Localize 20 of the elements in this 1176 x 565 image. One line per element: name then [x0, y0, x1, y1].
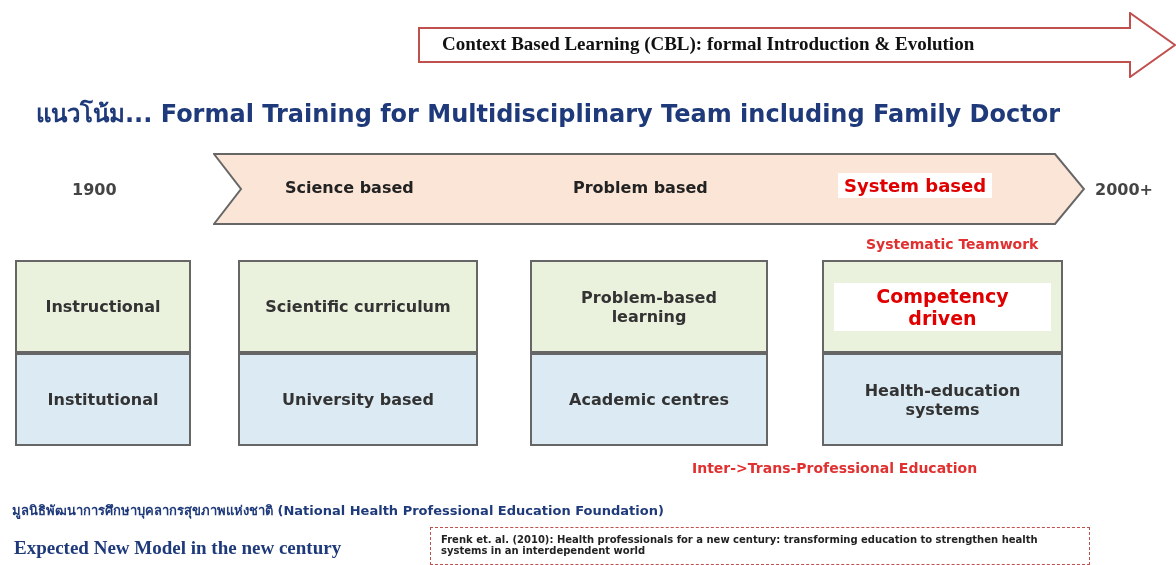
table-cell: Instructional	[15, 260, 191, 353]
table-cell: Competency driven	[822, 260, 1063, 353]
table-cell: Academic centres	[530, 353, 768, 446]
year-label: 1900	[72, 180, 117, 199]
table-cell: Health-education systems	[822, 353, 1063, 446]
table-cell: Problem-based learning	[530, 260, 768, 353]
annotation: Systematic Teamwork	[866, 236, 1039, 252]
year-label: 2000+	[1095, 180, 1153, 199]
era-label: Problem based	[573, 178, 708, 197]
table-cell: Scientific curriculum	[238, 260, 478, 353]
source-text: มูลนิธิพัฒนาการศึกษาบุคลากรสุขภาพแห่งชาติ (National Health Professional Education Foundation)	[12, 502, 664, 521]
annotation: Inter->Trans-Professional Education	[692, 460, 978, 476]
banner-text: Context Based Learning (CBL): formal Introduction & Evolution	[442, 33, 975, 55]
era-label: Science based	[285, 178, 414, 197]
subtitle: Expected New Model in the new century	[14, 537, 342, 559]
table-cell: University based	[238, 353, 478, 446]
reference-note: Frenk et. al. (2010): Health professionals for a new century: transforming education to strengthen health systems in an interdependent world	[430, 527, 1090, 565]
slide-title: แนวโน้ม... Formal Training for Multidisciplinary Team including Family Doctor	[36, 98, 1061, 130]
era-label: System based	[838, 173, 993, 198]
table-cell: Institutional	[15, 353, 191, 446]
